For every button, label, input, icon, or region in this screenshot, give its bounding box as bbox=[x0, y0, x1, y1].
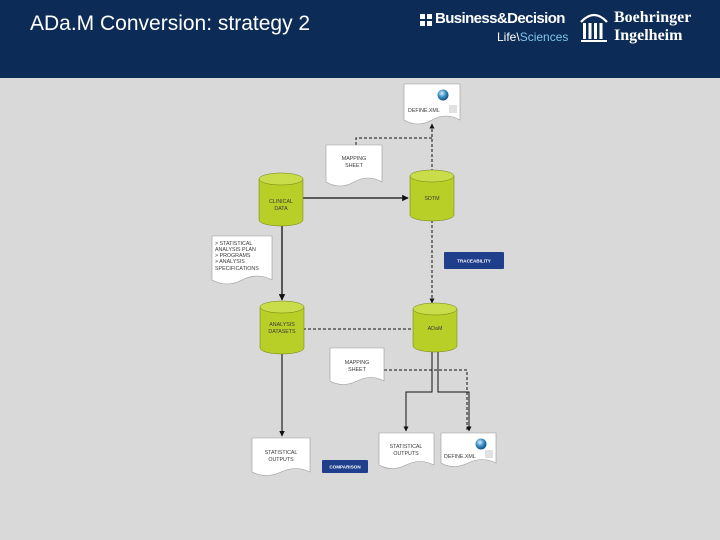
define-xml-top-document: DEFINE.XML bbox=[403, 83, 461, 125]
sdtm-label: SDTM bbox=[424, 196, 439, 202]
statistical-outputs-right-document: STATISTICAL OUTPUTS bbox=[378, 432, 435, 469]
mapping-sheet-mid-line-1: MAPPING bbox=[345, 360, 369, 366]
analysis-datasets-database: ANALYSIS DATASETS bbox=[259, 300, 305, 355]
business-decision-logo: Business&Decision Life\Sciences bbox=[420, 10, 575, 50]
define-xml-top-label: DEFINE.XML bbox=[408, 108, 440, 114]
statistical-outputs-left-document: STATISTICAL OUTPUTS bbox=[251, 437, 311, 476]
slide-header: ADa.M Conversion: strategy 2 Business&De… bbox=[0, 0, 720, 78]
traceability-label: TRACEABILITY bbox=[457, 259, 491, 264]
adam-conversion-diagram: DEFINE.XML MAPPING SHEET CLINICAL DATA S… bbox=[211, 83, 504, 476]
xml-lines-icon bbox=[485, 450, 493, 458]
analysis-datasets-line-2: DATASETS bbox=[268, 329, 296, 335]
bd-logo-mark-icon bbox=[420, 14, 433, 26]
sdtm-database: SDTM bbox=[409, 169, 455, 222]
mapping-sheet-mid-document: MAPPING SHEET bbox=[329, 347, 385, 385]
boehringer-ingelheim-logo: Boehringer Ingelheim bbox=[578, 9, 718, 49]
comparison-label: COMPARISON bbox=[329, 465, 361, 470]
bd-logo-sciences: Sciences bbox=[519, 30, 569, 44]
link-mapping-mid-to-analysis bbox=[299, 328, 412, 336]
clinical-data-line-2: DATA bbox=[274, 206, 288, 212]
mapping-sheet-mid-line-2: SHEET bbox=[348, 367, 366, 373]
traceability-button[interactable]: TRACEABILITY bbox=[444, 252, 504, 269]
slide-title: ADa.M Conversion: strategy 2 bbox=[30, 12, 311, 35]
define-xml-bottom-label: DEFINE.XML bbox=[444, 454, 476, 460]
sap-line-2: ANALYSIS PLAN bbox=[215, 247, 256, 253]
sap-line-3: > PROGRAMS bbox=[215, 253, 251, 259]
bi-building-icon bbox=[580, 13, 608, 42]
clinical-data-line-1: CLINICAL bbox=[269, 199, 293, 205]
adam-label: ADaM bbox=[428, 326, 443, 332]
xml-lines-icon bbox=[449, 105, 457, 113]
stat-outputs-left-line-2: OUTPUTS bbox=[268, 457, 294, 463]
globe-icon bbox=[437, 89, 449, 101]
link-mapping-mid-to-outputs bbox=[384, 369, 468, 431]
mapping-sheet-top-line-2: SHEET bbox=[345, 163, 363, 169]
mapping-sheet-top-document: MAPPING SHEET bbox=[325, 144, 383, 187]
arrow-adam-to-define-bottom bbox=[437, 352, 472, 432]
stat-outputs-right-line-1: STATISTICAL bbox=[390, 444, 423, 450]
sap-programs-specs-document: > STATISTICAL ANALYSIS PLAN > PROGRAMS >… bbox=[211, 235, 273, 285]
globe-icon bbox=[475, 438, 487, 450]
comparison-button[interactable]: COMPARISON bbox=[322, 460, 368, 473]
adam-database: ADaM bbox=[412, 302, 458, 353]
analysis-datasets-line-1: ANALYSIS bbox=[269, 322, 295, 328]
mapping-sheet-top-line-1: MAPPING bbox=[342, 156, 366, 162]
sap-line-1: > STATISTICAL bbox=[215, 241, 252, 247]
sap-line-4: > ANALYSIS bbox=[215, 259, 245, 265]
sap-line-5: SPECIFICATIONS bbox=[215, 266, 259, 272]
bd-logo-life-sciences: Life\Sciences bbox=[497, 30, 569, 44]
bi-logo-name: Boehringer Ingelheim bbox=[614, 9, 692, 44]
link-mapping-top-to-define bbox=[355, 137, 432, 145]
define-xml-bottom-document: DEFINE.XML bbox=[440, 432, 497, 467]
stat-outputs-right-line-2: OUTPUTS bbox=[393, 451, 419, 457]
arrow-adam-to-stat-outputs bbox=[403, 352, 433, 432]
stat-outputs-left-line-1: STATISTICAL bbox=[265, 450, 298, 456]
bd-logo-name: Business&Decision bbox=[435, 10, 565, 27]
bd-logo-life: Life bbox=[497, 30, 517, 44]
clinical-data-database: CLINICAL DATA bbox=[258, 172, 304, 227]
